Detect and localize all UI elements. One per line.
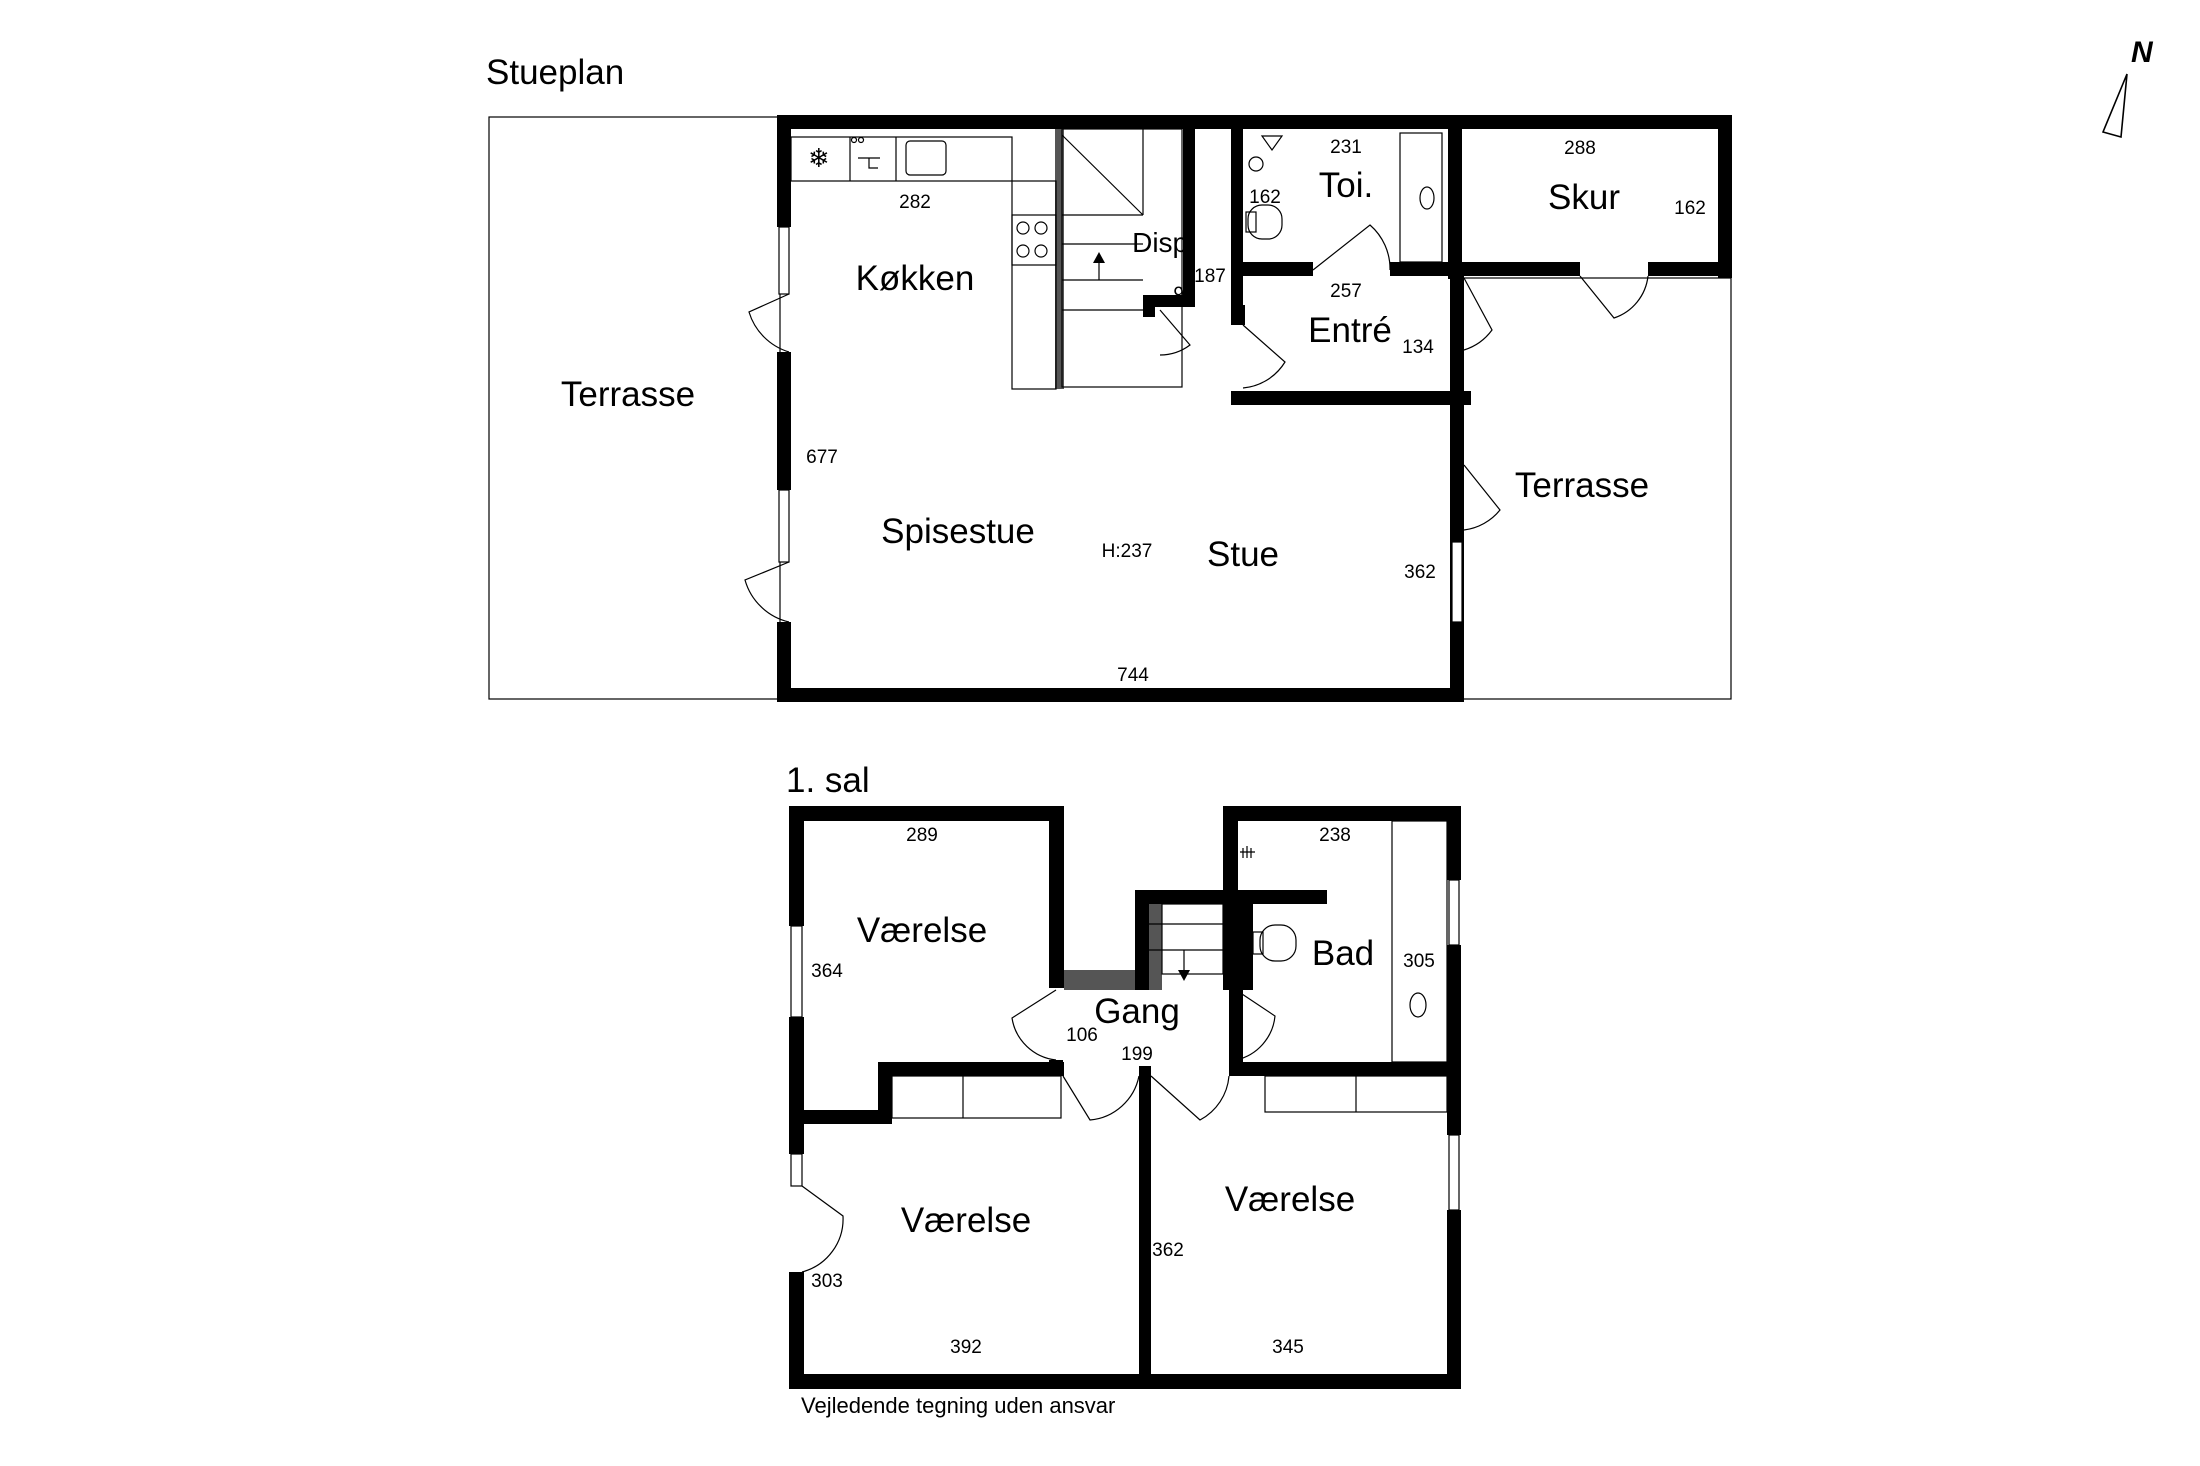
first-floor-toilet-icon xyxy=(1259,924,1297,962)
north-label: N xyxy=(2131,36,2154,69)
room-label-bad: Bad xyxy=(1312,934,1374,973)
dimension-vaerelse-sw-width: 392 xyxy=(950,1337,982,1358)
room-label-gang: Gang xyxy=(1094,992,1180,1031)
first-floor-windows xyxy=(790,879,1460,1211)
dimension-disp-width: 92 xyxy=(1173,284,1194,305)
dimension-vaerelse-sw-depth: 303 xyxy=(811,1271,843,1292)
north-arrow-icon xyxy=(2101,73,2128,139)
toilet-fixture-icon xyxy=(1248,156,1264,172)
room-label-koekken: Køkken xyxy=(856,259,975,298)
ground-floor-title: Stueplan xyxy=(486,53,624,92)
dimension-entre-depth: 134 xyxy=(1402,337,1434,358)
freezer-icon: ❄ xyxy=(808,143,830,173)
stove-icon xyxy=(1016,221,1030,235)
wardrobe-sw xyxy=(891,1075,1062,1119)
first-floor-fixtures xyxy=(891,820,1448,1119)
room-label-stue: Stue xyxy=(1207,535,1279,574)
dimension-bad-depth: 305 xyxy=(1403,951,1435,972)
first-floor-staircase xyxy=(1161,903,1224,975)
dimension-vaerelse-nw-depth: 364 xyxy=(811,961,843,982)
bath-sink-icon xyxy=(1409,992,1427,1018)
ground-floor: Stueplan xyxy=(486,53,1732,702)
first-floor-title: 1. sal xyxy=(786,761,870,800)
shower-icon xyxy=(1240,846,1255,858)
dimension-toilet-width: 231 xyxy=(1330,137,1362,158)
ground-floor-fixtures: ❄ xyxy=(790,128,1443,390)
bath-counter xyxy=(1391,820,1448,1063)
dimension-vaerelse-se-width: 345 xyxy=(1272,1337,1304,1358)
dimension-gang-depth: 106 xyxy=(1066,1025,1098,1046)
dimension-entre-width: 257 xyxy=(1330,281,1362,302)
dimension-stue-depth: 362 xyxy=(1404,562,1436,583)
kitchen-counter-top xyxy=(790,136,1013,182)
sink-icon xyxy=(905,140,947,176)
room-label-vaerelse-nw: Værelse xyxy=(857,911,987,950)
stair-arrow-icon xyxy=(1093,252,1105,263)
dimension-vaerelse-nw-width: 289 xyxy=(906,825,938,846)
toilet-sink-icon xyxy=(1419,186,1435,210)
dimension-skur-width: 288 xyxy=(1564,138,1596,159)
room-label-spisestue: Spisestue xyxy=(881,512,1035,551)
toilet-sink-counter xyxy=(1399,132,1443,263)
kitchen-counter-side xyxy=(1011,180,1057,390)
ground-floor-windows xyxy=(778,226,1463,623)
dimension-toilet-depth: 162 xyxy=(1249,187,1281,208)
dimension-koekken-width: 282 xyxy=(899,192,931,213)
dimension-skur-depth: 162 xyxy=(1674,198,1706,219)
room-label-terrasse-east: Terrasse xyxy=(1515,466,1649,505)
first-floor-stair-arrow-icon xyxy=(1178,970,1190,981)
shower-fixture-icon xyxy=(1260,135,1284,152)
room-label-toilet: Toi. xyxy=(1319,166,1373,205)
room-label-skur: Skur xyxy=(1548,178,1620,217)
dishwasher-icon xyxy=(858,157,880,169)
room-label-vaerelse-se: Værelse xyxy=(1225,1180,1355,1219)
dimension-gang-width: 199 xyxy=(1121,1044,1153,1065)
staircase xyxy=(1061,128,1183,388)
dimension-bad-width: 238 xyxy=(1319,825,1351,846)
ceiling-height: H:237 xyxy=(1102,541,1153,562)
room-label-vaerelse-sw: Værelse xyxy=(901,1201,1031,1240)
dimension-disp-depth: 187 xyxy=(1194,266,1226,287)
disclaimer-text: Vejledende tegning uden ansvar xyxy=(801,1393,1115,1418)
first-floor-walls xyxy=(789,806,1461,1389)
first-floor: 1. sal xyxy=(786,761,1461,1389)
toilet-icon xyxy=(1247,204,1283,240)
dimension-total-width: 744 xyxy=(1117,665,1149,686)
room-label-disp: Disp. xyxy=(1132,227,1196,258)
room-label-entre: Entré xyxy=(1308,311,1392,350)
room-label-terrasse-west: Terrasse xyxy=(561,375,695,414)
dimension-west-depth: 677 xyxy=(806,447,838,468)
north-arrow: N xyxy=(2101,36,2154,139)
ground-floor-doors xyxy=(744,224,1649,623)
first-floor-doors xyxy=(801,989,1276,1273)
dimension-vaerelse-se-depth: 362 xyxy=(1152,1240,1184,1261)
